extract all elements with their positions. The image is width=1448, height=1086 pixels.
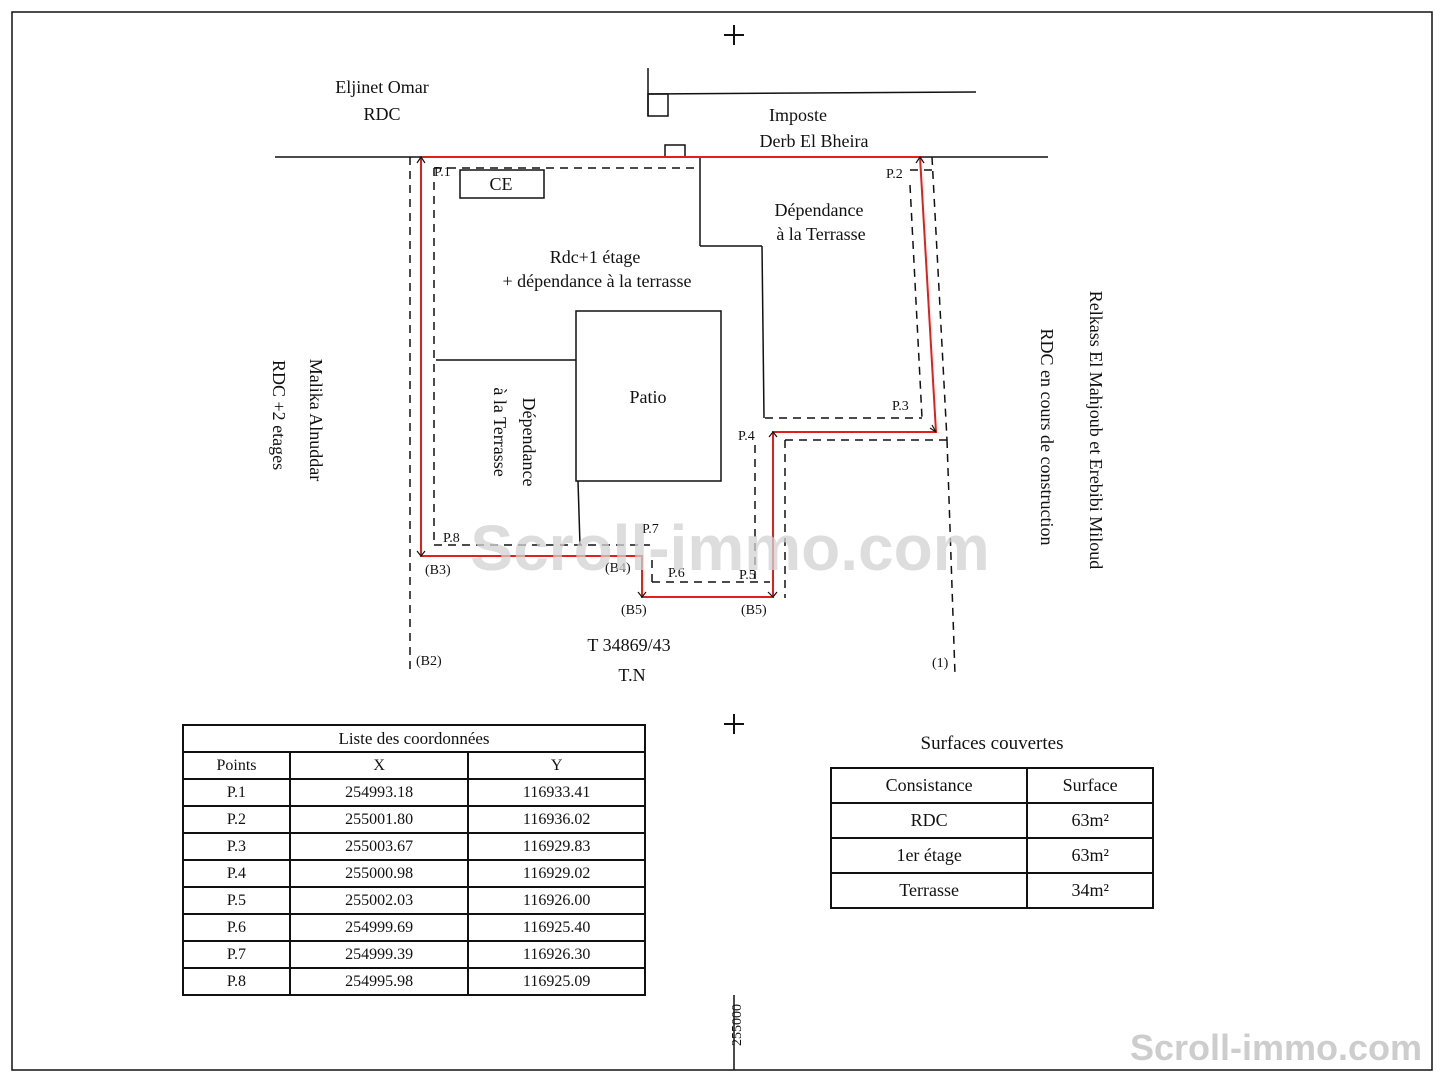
col-header-points: Points bbox=[182, 751, 291, 780]
neighbour-w-name: Malika Alnuddar bbox=[306, 359, 326, 481]
dependance-w-sublabel: à la Terrasse bbox=[490, 387, 510, 476]
cell-x: 254993.18 bbox=[288, 778, 470, 807]
tn-label: T.N bbox=[618, 665, 645, 685]
borne-b4: (B4) bbox=[605, 561, 631, 576]
borne-b2: (B2) bbox=[416, 654, 442, 669]
cell-x: 255003.67 bbox=[288, 832, 470, 861]
cell-y: 116936.02 bbox=[467, 805, 646, 834]
main-building-label: Rdc+1 étage bbox=[550, 247, 641, 267]
cell-x: 254999.39 bbox=[288, 940, 470, 969]
patio-outline bbox=[575, 310, 722, 482]
cell-y: 116926.00 bbox=[467, 886, 646, 915]
neighbour-e-status: RDC en cours de construction bbox=[1037, 329, 1057, 546]
point-p8: P.8 bbox=[443, 531, 460, 546]
grid-cross-middle bbox=[724, 714, 744, 734]
patio-label: Patio bbox=[629, 387, 666, 407]
point-p6: P.6 bbox=[668, 566, 685, 581]
marker-1: (1) bbox=[932, 656, 949, 671]
internal-walls bbox=[436, 157, 765, 546]
dependance-ne-sublabel: à la Terrasse bbox=[776, 224, 865, 244]
borne-b5-left: (B5) bbox=[621, 603, 647, 618]
cell-surface: 34m² bbox=[1026, 872, 1154, 909]
cell-x: 254995.98 bbox=[288, 967, 470, 996]
col-header-surface: Surface bbox=[1026, 767, 1154, 804]
cell-y: 116933.41 bbox=[467, 778, 646, 807]
borne-b3: (B3) bbox=[425, 563, 451, 578]
dependance-ne-label: Dépendance bbox=[775, 200, 864, 220]
grid-cross-top bbox=[724, 25, 744, 45]
cell-surface: 63m² bbox=[1026, 837, 1154, 874]
dependance-w-label: Dépendance bbox=[519, 398, 539, 487]
col-header-x: X bbox=[288, 751, 470, 780]
cell-x: 255001.80 bbox=[288, 805, 470, 834]
cell-point: P.6 bbox=[182, 913, 291, 942]
cell-y: 116929.83 bbox=[467, 832, 646, 861]
watermark-corner: Scroll-immo.com bbox=[1130, 1027, 1422, 1068]
point-p7: P.7 bbox=[642, 522, 659, 537]
point-p3: P.3 bbox=[892, 399, 909, 414]
cell-y: 116929.02 bbox=[467, 859, 646, 888]
ce-box bbox=[459, 169, 545, 199]
point-p2: P.2 bbox=[886, 167, 903, 182]
point-p5: P.5 bbox=[739, 568, 756, 583]
cell-consistance: RDC bbox=[829, 802, 1029, 839]
cell-point: P.8 bbox=[182, 967, 291, 996]
ce-label: CE bbox=[489, 174, 512, 194]
cell-point: P.4 bbox=[182, 859, 291, 888]
cell-point: P.1 bbox=[182, 778, 291, 807]
neighbour-nw-floors: RDC bbox=[363, 104, 400, 124]
neighbour-n-type: Imposte bbox=[769, 105, 827, 125]
watermark-center: Scroll-immo.com bbox=[470, 512, 989, 584]
neighbour-nw-name: Eljinet Omar bbox=[335, 77, 428, 97]
main-building-sublabel: + dépendance à la terrasse bbox=[502, 271, 691, 291]
surfaces-title: Surfaces couvertes bbox=[920, 733, 1064, 754]
grid-x-label: 255000 bbox=[730, 1004, 745, 1046]
cell-surface: 63m² bbox=[1026, 802, 1154, 839]
cell-consistance: Terrasse bbox=[829, 872, 1029, 909]
cell-point: P.7 bbox=[182, 940, 291, 969]
cell-y: 116926.30 bbox=[467, 940, 646, 969]
cell-x: 255000.98 bbox=[288, 859, 470, 888]
col-header-y: Y bbox=[467, 751, 646, 780]
title-number: T 34869/43 bbox=[587, 635, 670, 655]
cell-point: P.5 bbox=[182, 886, 291, 915]
point-p4: P.4 bbox=[738, 429, 755, 444]
neighbour-boundaries bbox=[409, 156, 956, 676]
cell-x: 254999.69 bbox=[288, 913, 470, 942]
cell-point: P.3 bbox=[182, 832, 291, 861]
coordinates-caption: Liste des coordonnées bbox=[182, 724, 646, 753]
neighbour-w-floors: RDC +2 etages bbox=[269, 360, 289, 470]
cell-y: 116925.09 bbox=[467, 967, 646, 996]
point-markers bbox=[416, 155, 937, 598]
neighbour-n-street: Derb El Bheira bbox=[760, 131, 869, 151]
col-header-consistance: Consistance bbox=[829, 767, 1029, 804]
cell-point: P.2 bbox=[182, 805, 291, 834]
neighbour-e-name: Relkass El Mahjoub et Erebibi Miloud bbox=[1086, 291, 1106, 569]
point-p1: P.1 bbox=[434, 165, 451, 180]
cell-x: 255002.03 bbox=[288, 886, 470, 915]
page-frame bbox=[11, 11, 1433, 1071]
cell-consistance: 1er étage bbox=[829, 837, 1029, 874]
cell-y: 116925.40 bbox=[467, 913, 646, 942]
borne-b5-right: (B5) bbox=[741, 603, 767, 618]
